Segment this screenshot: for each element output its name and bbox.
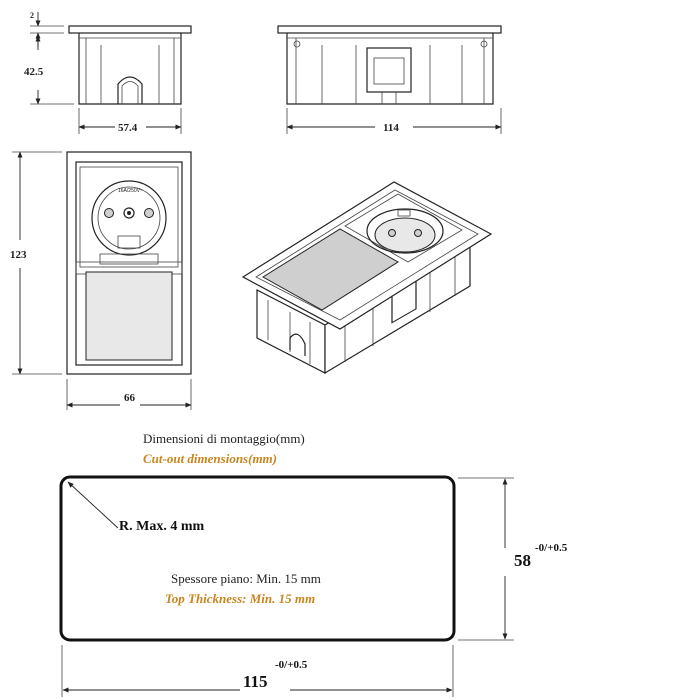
thickness-en: Top Thickness: Min. 15 mm — [165, 591, 315, 606]
dim-cutout-width: 115 -0/+0.5 — [61, 645, 454, 697]
dim-cutout-height: 58 -0/+0.5 — [458, 477, 568, 641]
radius-label: R. Max. 4 mm — [119, 519, 204, 534]
plan-view: 16A/250V~ — [66, 151, 192, 375]
radius-leader — [67, 481, 119, 529]
dim-side-width: 57.4 — [78, 108, 182, 134]
cutout-width-tolerance: -0/+0.5 — [275, 659, 308, 671]
dim-plan-width: 66 — [66, 379, 192, 410]
dim-plan-height: 123 — [10, 151, 62, 375]
isometric-view — [241, 181, 493, 375]
thickness-it: Spessore piano: Min. 15 mm — [171, 571, 321, 586]
cutout-height-tolerance: -0/+0.5 — [535, 542, 568, 554]
front-view — [277, 25, 502, 105]
cutout-width-value: 115 — [243, 672, 268, 691]
dim-front-width: 114 — [286, 108, 502, 134]
height-label: 42.5 — [24, 66, 44, 78]
dim-height: 42.5 — [24, 35, 74, 105]
cutout-title-en: Cut-out dimensions(mm) — [143, 451, 277, 466]
socket-pin-hole-left — [104, 208, 114, 218]
plan-height-label: 123 — [10, 249, 27, 261]
cutout-title-it: Dimensioni di montaggio(mm) — [143, 431, 305, 446]
cutout-height-value: 58 — [514, 551, 531, 570]
side-width-label: 57.4 — [118, 122, 138, 134]
top-thickness-label: 2 — [30, 11, 34, 20]
cutout-outline — [59, 475, 456, 642]
dim-top-thickness: 2 — [30, 11, 64, 47]
front-width-label: 114 — [383, 122, 399, 134]
side-view — [68, 25, 192, 105]
plan-width-label: 66 — [124, 392, 136, 404]
socket-pin-hole-right — [144, 208, 154, 218]
socket-marking: 16A/250V~ — [118, 188, 143, 194]
